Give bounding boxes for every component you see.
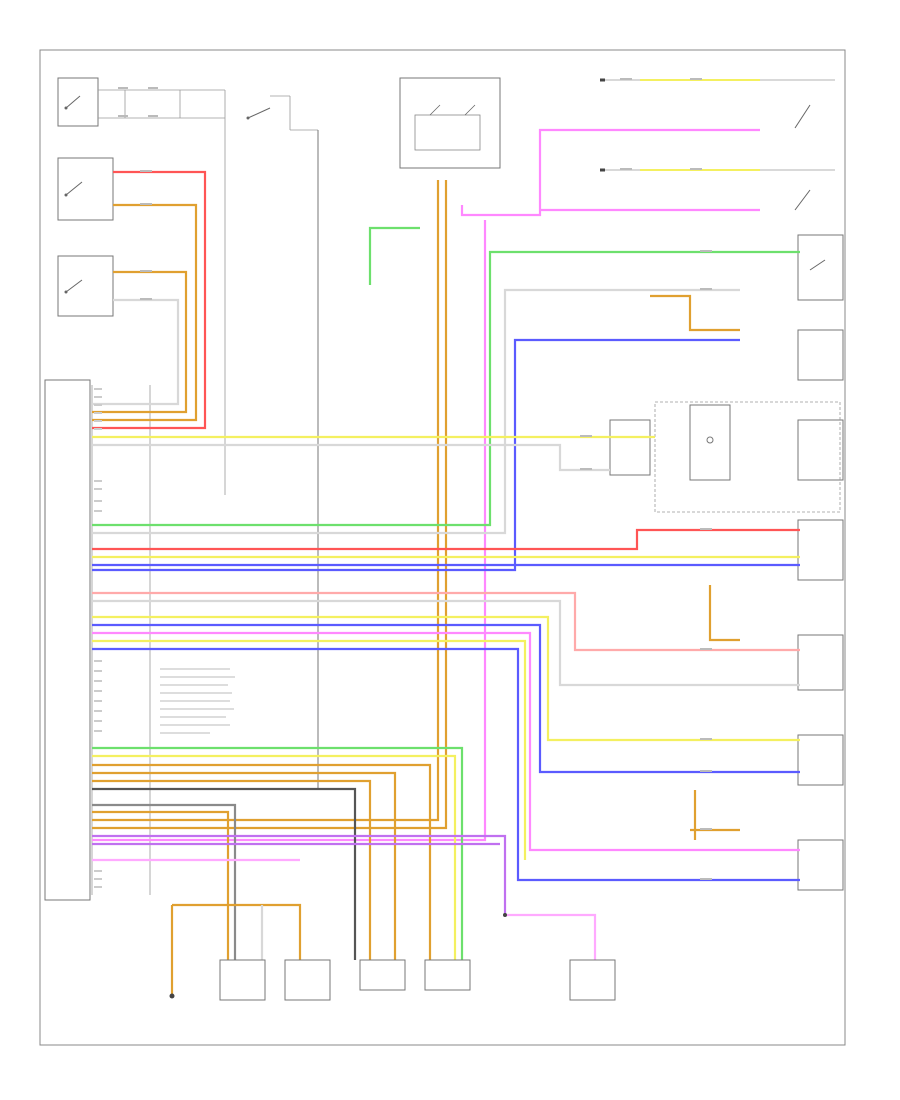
- right-component-5: [797, 634, 844, 691]
- right-component-6: [797, 734, 844, 786]
- wire-orange-vert-1: [92, 180, 440, 822]
- wire-gray-4: [92, 599, 800, 687]
- wire-pink-low-2: [505, 913, 597, 960]
- wire-black-low: [92, 787, 357, 960]
- wire-gray-2: [92, 288, 740, 535]
- wire-pink-vert: [92, 220, 487, 842]
- wire-orange-low-1: [92, 763, 432, 960]
- top-center-switch: [246, 95, 319, 790]
- bottom-switch-2: [424, 959, 471, 991]
- wire-orange-vert-2: [92, 180, 448, 830]
- wire-orange-low-3: [92, 779, 372, 960]
- wire-yellow-3: [92, 615, 800, 742]
- right-component-7: [797, 839, 844, 891]
- wire-orange-low: [690, 790, 740, 840]
- wire-green-small: [368, 226, 420, 285]
- top-left-switch-1: [57, 77, 226, 495]
- wire-blue-5: [92, 647, 800, 882]
- wire-orange-low-4: [92, 810, 230, 960]
- ground-point: [169, 993, 175, 999]
- middle-right-module: [609, 401, 841, 513]
- wire-orange-low-2: [92, 771, 397, 960]
- wire-violet-low: [92, 834, 507, 915]
- wire-yellow-low: [92, 754, 457, 960]
- top-left-switch-2: [57, 157, 114, 221]
- wire-yellow-right: [708, 585, 740, 642]
- wire-blue-2: [92, 338, 740, 572]
- bottom-sensor-2: [284, 959, 331, 1001]
- top-relay: [399, 77, 501, 169]
- wire-blue-4: [92, 623, 800, 774]
- bottom-switch-1: [359, 959, 406, 991]
- module-pin-marks: [94, 388, 102, 888]
- wire-yellow-4: [92, 639, 527, 860]
- wire-gray-3: [92, 443, 610, 472]
- wire-orange-1: [92, 203, 198, 422]
- diagram-frame: [39, 49, 846, 1046]
- wire-green-low: [92, 746, 464, 960]
- wire-lightred-1: [92, 591, 800, 652]
- wire-red-1: [92, 170, 207, 430]
- right-component-4: [797, 519, 844, 581]
- right-component-1: [797, 234, 844, 301]
- right-component-3: [797, 419, 844, 481]
- top-left-switch-3: [57, 255, 114, 317]
- wire-label-marks: [118, 78, 712, 880]
- wire-orange-bottom: [172, 903, 302, 960]
- note-block: [160, 668, 235, 734]
- wire-green-2: [92, 250, 800, 527]
- bottom-module: [569, 959, 616, 1001]
- right-component-2: [797, 329, 844, 381]
- control-module: [44, 379, 91, 901]
- right-switch-1: [600, 78, 835, 129]
- wire-darkgray-low: [92, 803, 237, 960]
- wire-red-2: [92, 528, 800, 551]
- wire-pink-2: [92, 631, 800, 852]
- right-switch-2: [600, 168, 835, 211]
- bottom-sensor-1: [219, 959, 266, 1001]
- splice-point: [503, 913, 507, 917]
- wire-pink-top: [460, 128, 760, 217]
- wire-orange-right: [650, 294, 740, 332]
